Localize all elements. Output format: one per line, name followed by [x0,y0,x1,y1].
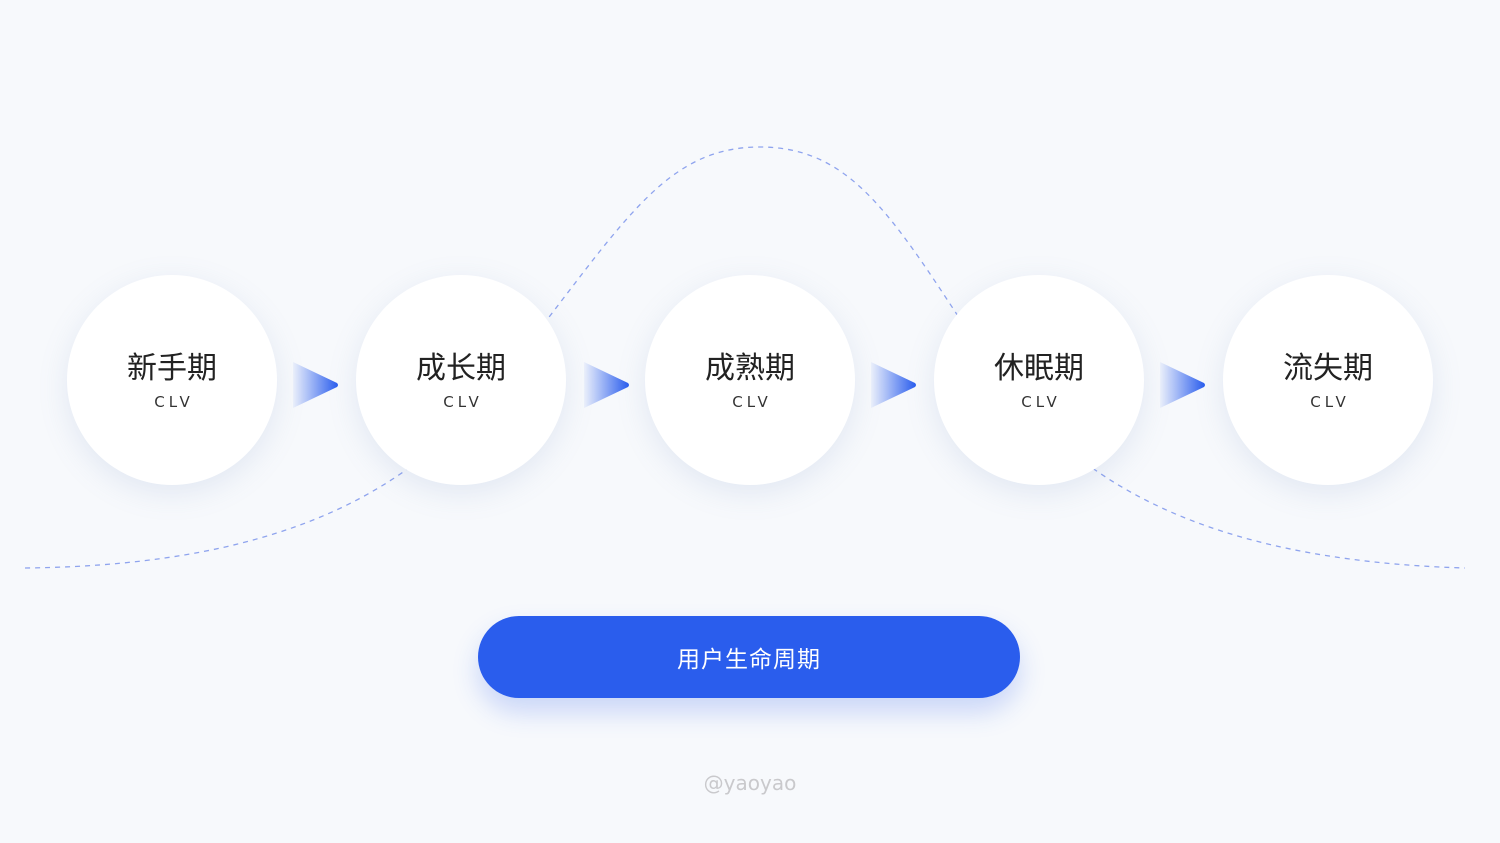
stage-title: 新手期 [127,351,217,386]
stage-title: 成长期 [416,351,506,386]
arrow-right-icon [1160,362,1205,408]
stage-mature: 成熟期 CLV [645,275,855,485]
stage-subtitle: CLV [154,393,194,411]
stage-subtitle: CLV [1310,393,1350,411]
arrow-right-icon [293,362,338,408]
stage-new: 新手期 CLV [67,275,277,485]
watermark: @yaoyao [703,771,797,795]
stage-subtitle: CLV [732,393,772,411]
arrow-right-icon [584,362,629,408]
stage-title: 流失期 [1283,351,1373,386]
lifecycle-label: 用户生命周期 [478,616,1020,698]
stage-churn: 流失期 CLV [1223,275,1433,485]
stage-subtitle: CLV [443,393,483,411]
stage-title: 休眠期 [994,351,1084,386]
stage-title: 成熟期 [705,351,795,386]
stage-growth: 成长期 CLV [356,275,566,485]
stage-dormant: 休眠期 CLV [934,275,1144,485]
arrow-right-icon [871,362,916,408]
stage-subtitle: CLV [1021,393,1061,411]
